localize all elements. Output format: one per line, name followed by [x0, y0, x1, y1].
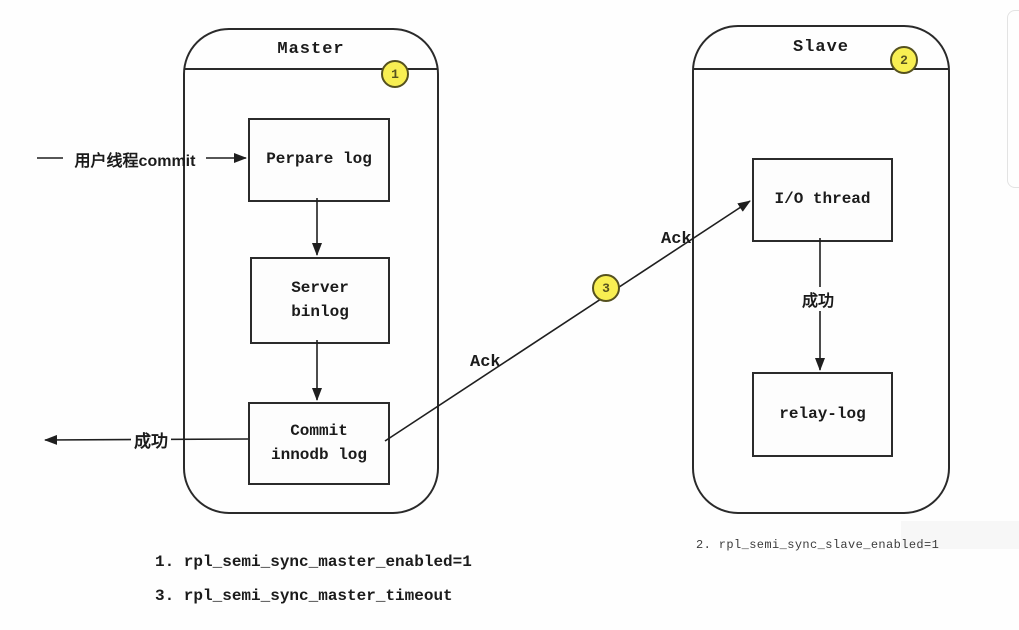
master-title: Master: [277, 39, 345, 59]
user-thread-commit-label: 用户线程commit: [74, 153, 196, 170]
server-binlog-label-line2: binlog: [291, 302, 349, 321]
commit-innodb-log-box: Commit innodb log: [248, 402, 390, 485]
io-thread-box: I/O thread: [752, 158, 893, 242]
scan-artifact-frame: [1007, 10, 1019, 188]
server-binlog-label-line1: Server: [291, 279, 349, 298]
note-master-timeout: 3. rpl_semi_sync_master_timeout: [155, 587, 453, 605]
ack-label-lower: Ack: [470, 353, 501, 372]
server-binlog-box: Server binlog: [250, 257, 390, 344]
slave-header: Slave: [694, 27, 948, 70]
relay-log-label: relay-log: [779, 404, 866, 423]
success-label-master: 成功: [131, 427, 171, 452]
commit-label-line2: innodb log: [270, 445, 367, 464]
success-label-slave: 成功: [799, 287, 838, 311]
note-slave-enabled: 2. rpl_semi_sync_slave_enabled=1: [696, 538, 940, 552]
note-master-enabled: 1. rpl_semi_sync_master_enabled=1: [155, 553, 472, 571]
relay-log-box: relay-log: [752, 372, 893, 457]
io-thread-label: I/O thread: [774, 190, 871, 209]
step-2-badge: 2: [890, 46, 918, 74]
step-1-badge: 1: [381, 60, 409, 88]
slave-title: Slave: [792, 38, 849, 57]
prepare-log-box: Perpare log: [248, 118, 390, 202]
step-3-badge: 3: [592, 274, 620, 302]
prepare-log-label: Perpare log: [266, 150, 372, 169]
commit-label-line1: Commit: [290, 422, 348, 441]
master-header: Master: [185, 30, 437, 70]
ack-label-upper: Ack: [661, 230, 692, 249]
scan-artifact-smudge: [901, 521, 1019, 549]
